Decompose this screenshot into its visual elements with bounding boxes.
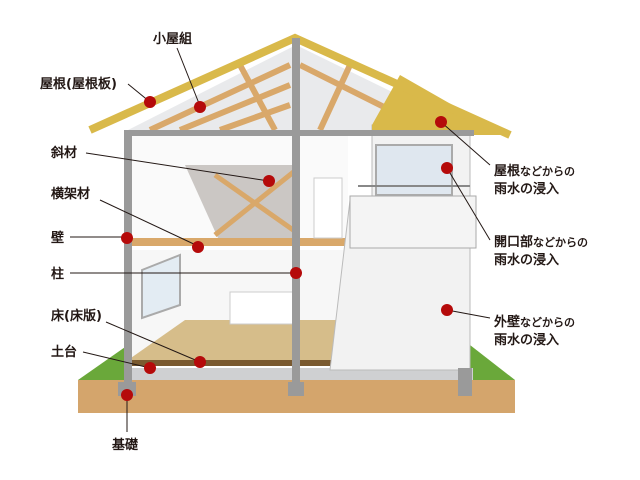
label-wall-leak-line2: 雨水の浸入 [494, 332, 559, 348]
label-opening-leak: 開口部などからの [494, 234, 588, 250]
label-foundation: 基礎 [111, 437, 139, 453]
marker-pillar [290, 267, 302, 279]
label-diagonal: 斜材 [50, 145, 77, 161]
floor-edge [128, 360, 340, 366]
beam [130, 238, 350, 246]
door [313, 177, 343, 239]
marker-sill [144, 362, 156, 374]
marker-opening-leak [441, 162, 453, 174]
label-wall: 壁 [51, 230, 64, 246]
floor-surface [128, 320, 340, 360]
label-floor: 床(床版) [51, 308, 102, 324]
marker-wall-leak [441, 304, 453, 316]
grass-right [470, 345, 515, 380]
marker-floor [194, 356, 206, 368]
label-beam: 横架材 [51, 186, 90, 202]
marker-foundation [121, 389, 133, 401]
grass-left [78, 345, 128, 380]
balcony [349, 195, 477, 249]
label-roof-leak-line2: 雨水の浸入 [494, 181, 559, 197]
label-roof-leak: 屋根などからの [494, 163, 575, 179]
label-pillar: 柱 [51, 266, 64, 282]
marker-roof-leak [435, 116, 447, 128]
brace [213, 172, 298, 235]
label-opening-leak-line2: 雨水の浸入 [494, 252, 559, 268]
foundation-slab [128, 368, 473, 380]
label-koyagumi: 小屋組 [153, 31, 192, 47]
label-sill: 土台 [51, 344, 77, 360]
label-roof: 屋根(屋根板) [40, 76, 117, 92]
kitchen-counter [229, 291, 294, 325]
marker-koyagumi [194, 101, 206, 113]
exterior-window [375, 144, 453, 196]
marker-beam [192, 241, 204, 253]
window [141, 253, 181, 320]
marker-roof [144, 96, 156, 108]
marker-diagonal [263, 175, 275, 187]
marker-wall [121, 232, 133, 244]
leader-lines [70, 47, 491, 432]
label-wall-leak: 外壁などからの [493, 314, 575, 330]
